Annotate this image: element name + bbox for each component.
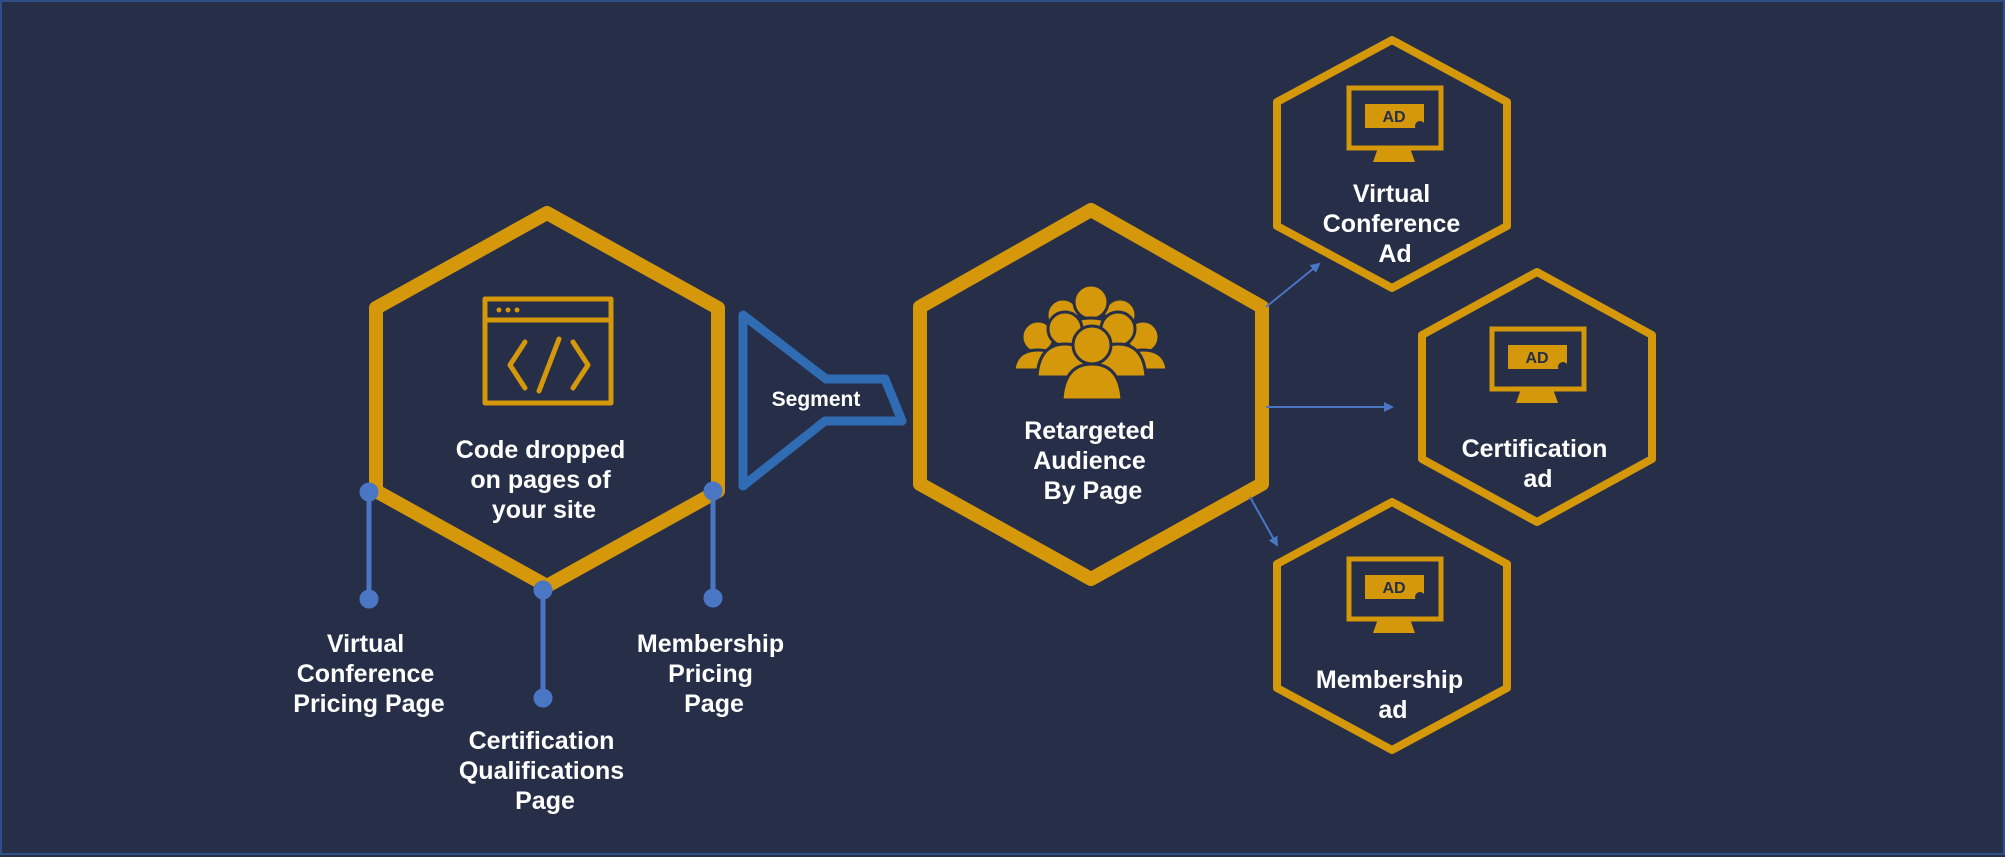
monitor-ad-icon: AD — [1346, 556, 1444, 633]
people-group-icon — [1012, 283, 1169, 402]
ad-1-outline — [1273, 36, 1511, 292]
page-label-virtual-conference: Virtual Conference Pricing Page — [293, 630, 445, 718]
page-2-line-3: Page — [515, 787, 575, 815]
monitor-ad-icon: AD — [1489, 326, 1587, 403]
page-3-line-2: Pricing — [668, 660, 753, 688]
page-1-line-3: Pricing Page — [293, 690, 445, 718]
arrow-to-virtual-conference-ad — [1265, 262, 1321, 308]
monitor-ad-icon: AD — [1346, 85, 1444, 162]
ad-2-line-2: ad — [1523, 465, 1552, 493]
code-window-icon — [482, 296, 614, 406]
source-hexagon-label: Code dropped on pages of your site — [456, 436, 632, 524]
ad-2-screen-text: AD — [1525, 350, 1548, 367]
ad-1-line-3: Ad — [1378, 240, 1411, 268]
audience-hexagon-label: Retargeted Audience By Page — [1024, 417, 1162, 505]
audience-hexagon: Retargeted Audience By Page — [913, 203, 1269, 586]
ad-3-screen-text: AD — [1382, 580, 1405, 597]
page-1-line-2: Conference — [297, 660, 435, 688]
source-hexagon-outline — [369, 206, 725, 593]
connector-certification-page — [533, 580, 553, 708]
source-label-line-1: Code dropped — [456, 436, 625, 464]
ad-3-line-1: Membership — [1316, 666, 1463, 694]
arrow-to-membership-ad — [1249, 496, 1278, 547]
page-label-certification: Certification Qualifications Page — [459, 727, 631, 815]
page-1-line-1: Virtual — [327, 630, 404, 658]
ad-hexagon-certification: AD Certification ad — [1418, 268, 1656, 526]
funnel-label: Segment — [772, 388, 861, 411]
ad-1-label: Virtual Conference Ad — [1323, 180, 1468, 268]
connector-virtual-conference-page — [359, 482, 379, 609]
audience-hexagon-outline — [913, 203, 1269, 586]
ad-1-screen-text: AD — [1382, 109, 1405, 126]
ad-2-outline — [1418, 268, 1656, 526]
source-hexagon: Code dropped on pages of your site — [369, 206, 725, 593]
page-3-line-3: Page — [684, 690, 744, 718]
page-3-line-1: Membership — [637, 630, 784, 658]
ad-hexagon-membership: AD Membership ad — [1273, 498, 1511, 754]
funnel-icon: Segment — [738, 310, 907, 491]
audience-arrows — [1249, 262, 1394, 547]
page-label-membership: Membership Pricing Page — [637, 630, 791, 718]
audience-label-line-2: Audience — [1033, 447, 1146, 475]
ad-3-line-2: ad — [1378, 696, 1407, 724]
source-label-line-3: your site — [492, 496, 596, 524]
ad-hexagon-virtual-conference: AD Virtual Conference Ad — [1273, 36, 1511, 292]
page-2-line-2: Qualifications — [459, 757, 624, 785]
source-label-line-2: on pages of — [470, 466, 611, 494]
page-connectors — [359, 481, 723, 708]
ad-3-outline — [1273, 498, 1511, 754]
ad-3-label: Membership ad — [1316, 666, 1470, 724]
page-2-line-1: Certification — [469, 727, 615, 755]
audience-label-line-1: Retargeted — [1024, 417, 1155, 445]
ad-2-line-1: Certification — [1462, 435, 1608, 463]
ad-2-label: Certification ad — [1462, 435, 1615, 493]
ad-1-line-1: Virtual — [1353, 180, 1430, 208]
ad-1-line-2: Conference — [1323, 210, 1461, 238]
audience-label-line-3: By Page — [1044, 477, 1143, 505]
connector-membership-page — [703, 481, 723, 608]
